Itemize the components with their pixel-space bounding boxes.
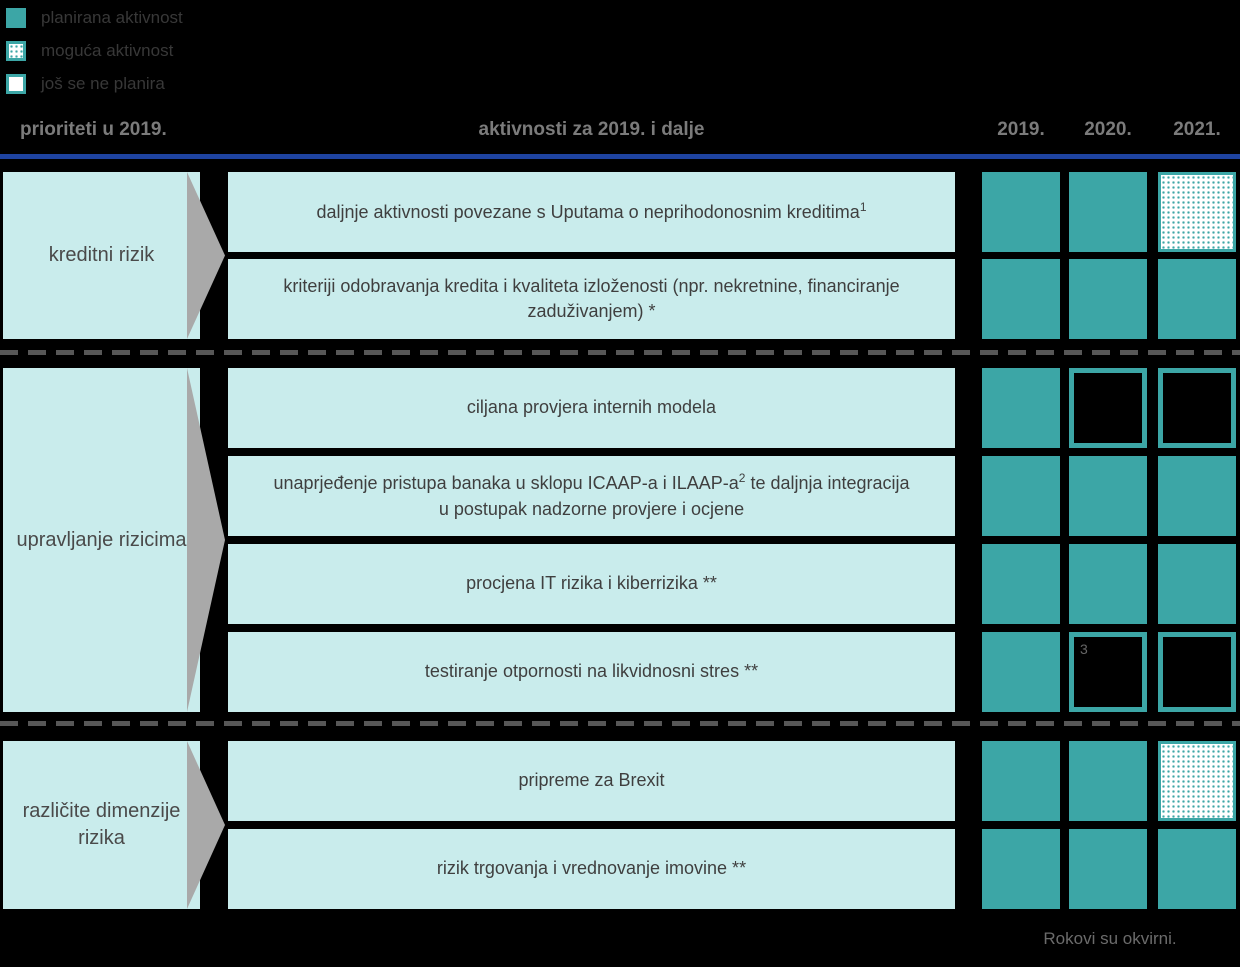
legend-label: moguća aktivnost [41, 41, 174, 60]
activity-box-trim: ciljana provjera internih modela [228, 368, 955, 448]
timeline-cell-2019 [982, 544, 1060, 624]
timeline-cell-2021 [1158, 544, 1236, 624]
timeline-cell-2020 [1069, 741, 1147, 821]
timeline-cell-2019 [982, 741, 1060, 821]
legend: planirana aktivnost moguća aktivnost još… [6, 7, 183, 106]
priority-box-risk-management: upravljanje rizicima [3, 368, 225, 712]
activity-text: pripreme za Brexit [518, 770, 665, 791]
priority-label: kreditni rizik [48, 244, 155, 266]
legend-swatch-possible [6, 41, 26, 61]
priority-box-risk-dimensions: različite dimenzije rizika [3, 741, 225, 909]
timeline-cell-2019 [982, 368, 1060, 448]
footnote-marker: 2 [738, 471, 746, 486]
priority-label: upravljanje rizicima [16, 528, 187, 551]
timeline-cell-2019 [982, 632, 1060, 712]
legend-label: planirana aktivnost [41, 8, 183, 27]
priority-arrow [187, 741, 225, 909]
activity-text: daljnje aktivnosti povezane s Uputama o … [316, 199, 867, 222]
legend-item-not-planned: još se ne planira [6, 73, 183, 95]
year-header-2021: 2021. [1173, 119, 1221, 140]
priority-arrow [187, 368, 225, 712]
timeline-cell-2019 [982, 259, 1060, 339]
timeline-cell-2021 [1158, 741, 1236, 821]
timeline-cell-2020 [1069, 172, 1147, 252]
legend-item-possible: moguća aktivnost [6, 40, 183, 62]
legend-swatch-planned [6, 8, 26, 28]
timeline-cell-2021 [1158, 368, 1236, 448]
section-separator [0, 721, 1240, 726]
timeline-cell-2020 [1069, 368, 1147, 448]
activity-box-trading-risk: rizik trgovanja i vrednovanje imovine ** [228, 829, 955, 909]
timeline-cell-2021 [1158, 632, 1236, 712]
column-header-priorities: prioriteti u 2019. [20, 119, 167, 140]
header-rule [0, 154, 1240, 159]
column-header-activities: aktivnosti za 2019. i dalje [478, 119, 705, 140]
activity-text: unaprjeđenje pristupa banaka u sklopu IC… [273, 471, 910, 519]
priority-box-credit-risk: kreditni rizik [3, 172, 225, 339]
timeline-note: Rokovi su okvirni. [1043, 929, 1177, 948]
timeline-cell-2021 [1158, 829, 1236, 909]
activity-text: kriteriji odobravanja kredita i kvalitet… [283, 275, 900, 321]
legend-swatch-not-planned [6, 74, 26, 94]
timeline-cell-2020 [1069, 456, 1147, 536]
timeline-cell-2019 [982, 829, 1060, 909]
activity-text: procjena IT rizika i kiberrizika ** [466, 573, 717, 594]
timeline-cell-2021 [1158, 259, 1236, 339]
footnote-marker: 1 [859, 199, 867, 214]
footnote-marker: 3 [1080, 641, 1088, 657]
priority-arrow [187, 172, 225, 339]
timeline-cell-2021 [1158, 456, 1236, 536]
timeline-cell-2021 [1158, 172, 1236, 252]
activity-box-npl: daljnje aktivnosti povezane s Uputama o … [228, 172, 955, 252]
timeline-cell-2020 [1069, 259, 1147, 339]
activity-text: testiranje otpornosti na likvidnosni str… [424, 661, 759, 682]
timeline-cell-2020 [1069, 829, 1147, 909]
priority-label: različite dimenzije rizika [22, 800, 181, 849]
activity-box-icaap-ilaap: unaprjeđenje pristupa banaka u sklopu IC… [228, 456, 955, 536]
activity-text: rizik trgovanja i vrednovanje imovine ** [436, 858, 747, 879]
legend-label: još se ne planira [41, 74, 165, 93]
timeline-cell-2020 [1069, 544, 1147, 624]
timeline-cell-2020: 3 [1069, 632, 1147, 712]
timeline-cell-2019 [982, 456, 1060, 536]
legend-item-planned: planirana aktivnost [6, 7, 183, 29]
activity-box-brexit: pripreme za Brexit [228, 741, 955, 821]
activity-box-it-risk: procjena IT rizika i kiberrizika ** [228, 544, 955, 624]
section-separator [0, 350, 1240, 355]
activity-box-credit-criteria: kriteriji odobravanja kredita i kvalitet… [228, 259, 955, 339]
timeline-cell-2019 [982, 172, 1060, 252]
year-header-2019: 2019. [997, 119, 1045, 140]
activity-box-liquidity-stress: testiranje otpornosti na likvidnosni str… [228, 632, 955, 712]
year-header-2020: 2020. [1084, 119, 1132, 140]
activity-text: ciljana provjera internih modela [466, 397, 717, 418]
